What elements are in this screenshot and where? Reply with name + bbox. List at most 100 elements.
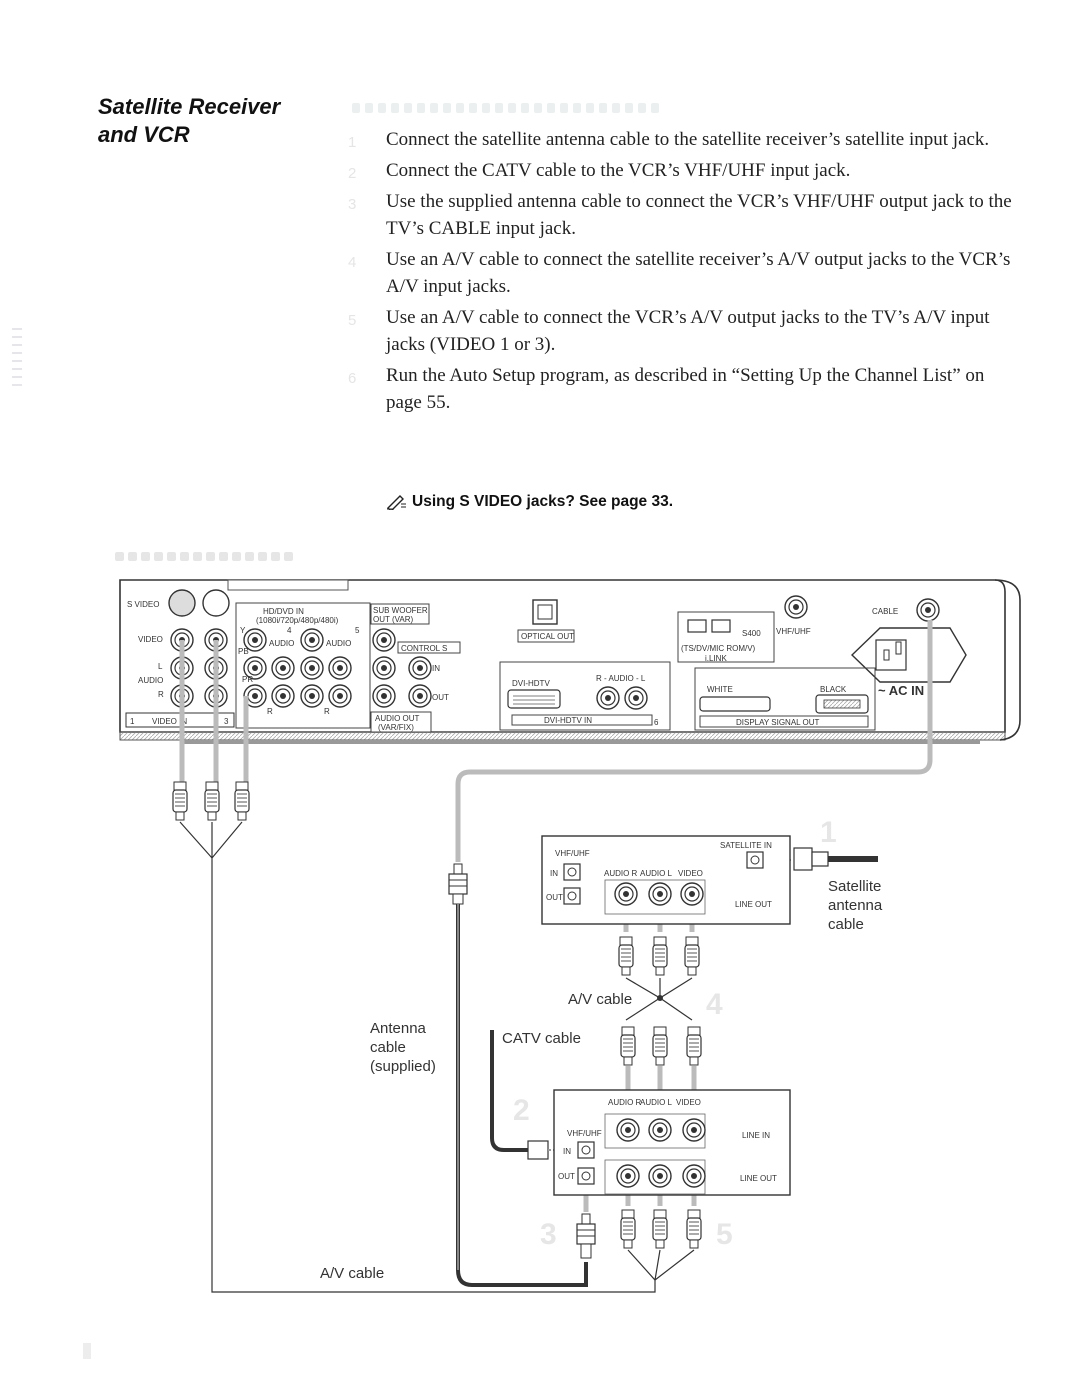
side-tab-decoration (12, 322, 26, 400)
audio-label: AUDIO (138, 676, 163, 685)
svg-text:VHF/UHF: VHF/UHF (776, 627, 811, 636)
hd-input-5-label: 5 (355, 626, 360, 635)
vhf-uhf-jack (784, 595, 808, 619)
svg-text:(TS/DV/MIC ROM/V): (TS/DV/MIC ROM/V) (681, 644, 756, 653)
svg-text:LINE OUT: LINE OUT (740, 1174, 777, 1183)
svg-text:IN: IN (550, 869, 558, 878)
svg-text:VHF/UHF: VHF/UHF (555, 849, 590, 858)
step-number: 2 (348, 165, 357, 182)
av-cable-lower-label: A/V cable (320, 1265, 384, 1282)
svg-text:LINE OUT: LINE OUT (735, 900, 772, 909)
step-text: Use the supplied antenna cable to connec… (386, 191, 1012, 239)
faint-diagram-caption (115, 548, 335, 561)
antenna-cable-f-connector (448, 863, 468, 905)
step-text: Connect the CATV cable to the VCR’s VHF/… (386, 160, 851, 181)
tv-rear-panel: S VIDEO VIDEO L AUDIO R 1 VIDEO IN 3 HD/… (119, 579, 1021, 744)
step-marker-1: 1 (820, 816, 837, 849)
satellite-antenna-cable-label-3: cable (828, 916, 864, 933)
svg-text:6: 6 (654, 718, 659, 727)
svg-text:SATELLITE IN: SATELLITE IN (720, 841, 772, 850)
step-number: 6 (348, 370, 357, 387)
step-number: 5 (348, 312, 357, 329)
svg-text:R - AUDIO - L: R - AUDIO - L (596, 674, 646, 683)
antenna-cable-label-3: (supplied) (370, 1058, 436, 1075)
svg-text:i.LINK: i.LINK (705, 654, 727, 663)
vcr: AUDIO R AUDIO L VIDEO VHF/UHF IN OUT LIN… (553, 1089, 791, 1196)
svg-text:IN: IN (563, 1147, 571, 1156)
tv-display-signal-out: WHITE BLACK DISPLAY SIGNAL OUT (694, 667, 876, 731)
svg-text:AUDIO OUT: AUDIO OUT (375, 714, 420, 723)
s-video-jack-3 (202, 589, 230, 617)
step-item: 5 Use an A/V cable to connect the VCR’s A… (344, 304, 1024, 358)
tv-dvi-inputs: DVI-HDTV R - AUDIO - L DVI-HDTV IN 6 (499, 661, 671, 731)
ac-in-label: ~ AC IN (878, 683, 924, 698)
tv-optical-out: OPTICAL OUT (517, 599, 575, 643)
audio-l-label: L (158, 662, 163, 671)
svg-text:OUT (VAR): OUT (VAR) (373, 615, 413, 624)
heading-line-2: and VCR (98, 122, 190, 147)
svg-text:CONTROL S: CONTROL S (401, 644, 447, 653)
svg-text:SUB WOOFER: SUB WOOFER (373, 606, 428, 615)
video-in-label: VIDEO IN (152, 717, 187, 726)
step-item: 6 Run the Auto Setup program, as describe… (344, 362, 1024, 416)
svg-text:AUDIO: AUDIO (269, 639, 294, 648)
step-item: 4 Use an A/V cable to connect the satelli… (344, 246, 1024, 300)
note-text: Using S VIDEO jacks? See page 33. (412, 493, 674, 510)
step-item: 2 Connect the CATV cable to the VCR’s VHF… (344, 157, 1024, 184)
satellite-receiver: VHF/UHF SATELLITE IN IN OUT AUDIO R AUDI… (541, 835, 791, 925)
tv-video-inputs: S VIDEO VIDEO L AUDIO R 1 VIDEO IN 3 (125, 589, 235, 728)
satellite-antenna-cable-label-2: antenna (828, 897, 883, 914)
svg-text:OUT: OUT (546, 893, 563, 902)
step-marker-4: 4 (706, 988, 723, 1021)
step-text: Connect the satellite antenna cable to t… (386, 129, 990, 150)
tv-audio-control: SUB WOOFER OUT (VAR) CONTROL S IN OUT AU… (370, 603, 461, 733)
step-text: Run the Auto Setup program, as described… (386, 365, 985, 413)
step-text: Use an A/V cable to connect the satellit… (386, 249, 1011, 297)
step-marker-3: 3 (540, 1218, 557, 1251)
svg-text:AUDIO L: AUDIO L (640, 1098, 673, 1107)
s-video-label: S VIDEO (127, 600, 159, 609)
instruction-steps: 1 Connect the satellite antenna cable to … (344, 126, 1024, 420)
antenna-cable-label-2: cable (370, 1039, 406, 1056)
step-text: Use an A/V cable to connect the VCR’s A/… (386, 307, 990, 355)
svg-text:WHITE: WHITE (707, 685, 733, 694)
satellite-antenna-cable-label-1: Satellite (828, 878, 881, 895)
svg-text:PB: PB (238, 647, 249, 656)
tv-ac-in: ~ AC IN (850, 627, 967, 698)
svg-text:VHF/UHF: VHF/UHF (567, 1129, 602, 1138)
step-number: 1 (348, 134, 357, 151)
svg-text:OUT: OUT (558, 1172, 575, 1181)
hd-input-4-label: 4 (287, 626, 292, 635)
step-number: 3 (348, 196, 357, 213)
step-marker-2: 2 (513, 1094, 530, 1127)
antenna-cable-label-1: Antenna (370, 1020, 427, 1037)
step-item: 3 Use the supplied antenna cable to conne… (344, 188, 1024, 242)
tv-antenna-inputs: VHF/UHF CABLE (776, 595, 940, 636)
svg-text:OPTICAL OUT: OPTICAL OUT (521, 632, 574, 641)
s-video-note: Using S VIDEO jacks? See page 33. (386, 493, 673, 511)
svg-text:DISPLAY SIGNAL OUT: DISPLAY SIGNAL OUT (736, 718, 820, 727)
av-cable-upper-label: A/V cable (568, 991, 632, 1008)
svg-text:OUT: OUT (432, 693, 449, 702)
cable-jack (916, 598, 940, 622)
svg-text:R: R (324, 707, 330, 716)
svg-text:S400: S400 (742, 629, 761, 638)
heading-line-1: Satellite Receiver (98, 94, 281, 119)
pencil-note-icon (387, 494, 406, 510)
section-heading: Satellite Receiver and VCR (98, 93, 328, 149)
svg-text:AUDIO R: AUDIO R (608, 1098, 642, 1107)
input-1-label: 1 (130, 717, 135, 726)
svg-text:VIDEO: VIDEO (676, 1098, 701, 1107)
svg-text:(VAR/FIX): (VAR/FIX) (378, 723, 414, 732)
faint-subheading-decoration (352, 100, 712, 114)
svg-text:AUDIO: AUDIO (326, 639, 351, 648)
input-3-label: 3 (224, 717, 229, 726)
hd-y-label: Y (240, 626, 246, 635)
svg-text:VIDEO: VIDEO (678, 869, 703, 878)
tv-hd-dvd-inputs: HD/DVD IN (1080i/720p/480p/480i) Y 4 5 A… (235, 602, 371, 729)
svg-text:R: R (267, 707, 273, 716)
svg-text:CABLE: CABLE (872, 607, 898, 616)
callout-labels: Satellite antenna cable A/V cable CATV c… (320, 816, 883, 1282)
step-number: 4 (348, 254, 357, 271)
